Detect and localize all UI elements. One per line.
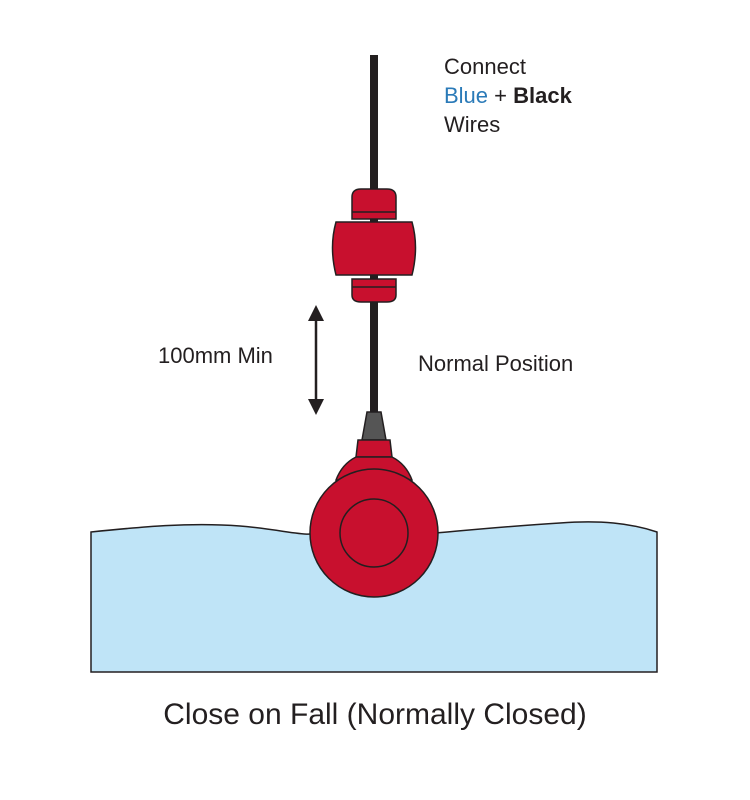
float-inner-ring	[339, 498, 409, 568]
blue-wire-label: Blue	[444, 83, 489, 108]
distance-arrow	[308, 305, 324, 415]
normal-position-label: Normal Position	[418, 351, 574, 376]
distance-label: 100mm Min	[158, 343, 273, 368]
connect-text: Connect	[444, 54, 526, 79]
wire-colors-line: Blue + Black	[444, 81, 572, 110]
cable-sleeve	[361, 411, 387, 441]
plus-sign: +	[488, 83, 514, 108]
cable-weight	[331, 188, 417, 303]
float-neck	[355, 439, 393, 458]
black-wire-label: Black	[513, 83, 572, 108]
float-switch	[309, 411, 439, 598]
wires-text: Wires	[444, 112, 501, 137]
diagram-caption: Close on Fall (Normally Closed)	[163, 698, 587, 731]
wire-connection-note: Connect Blue + Black Wires	[444, 52, 572, 139]
